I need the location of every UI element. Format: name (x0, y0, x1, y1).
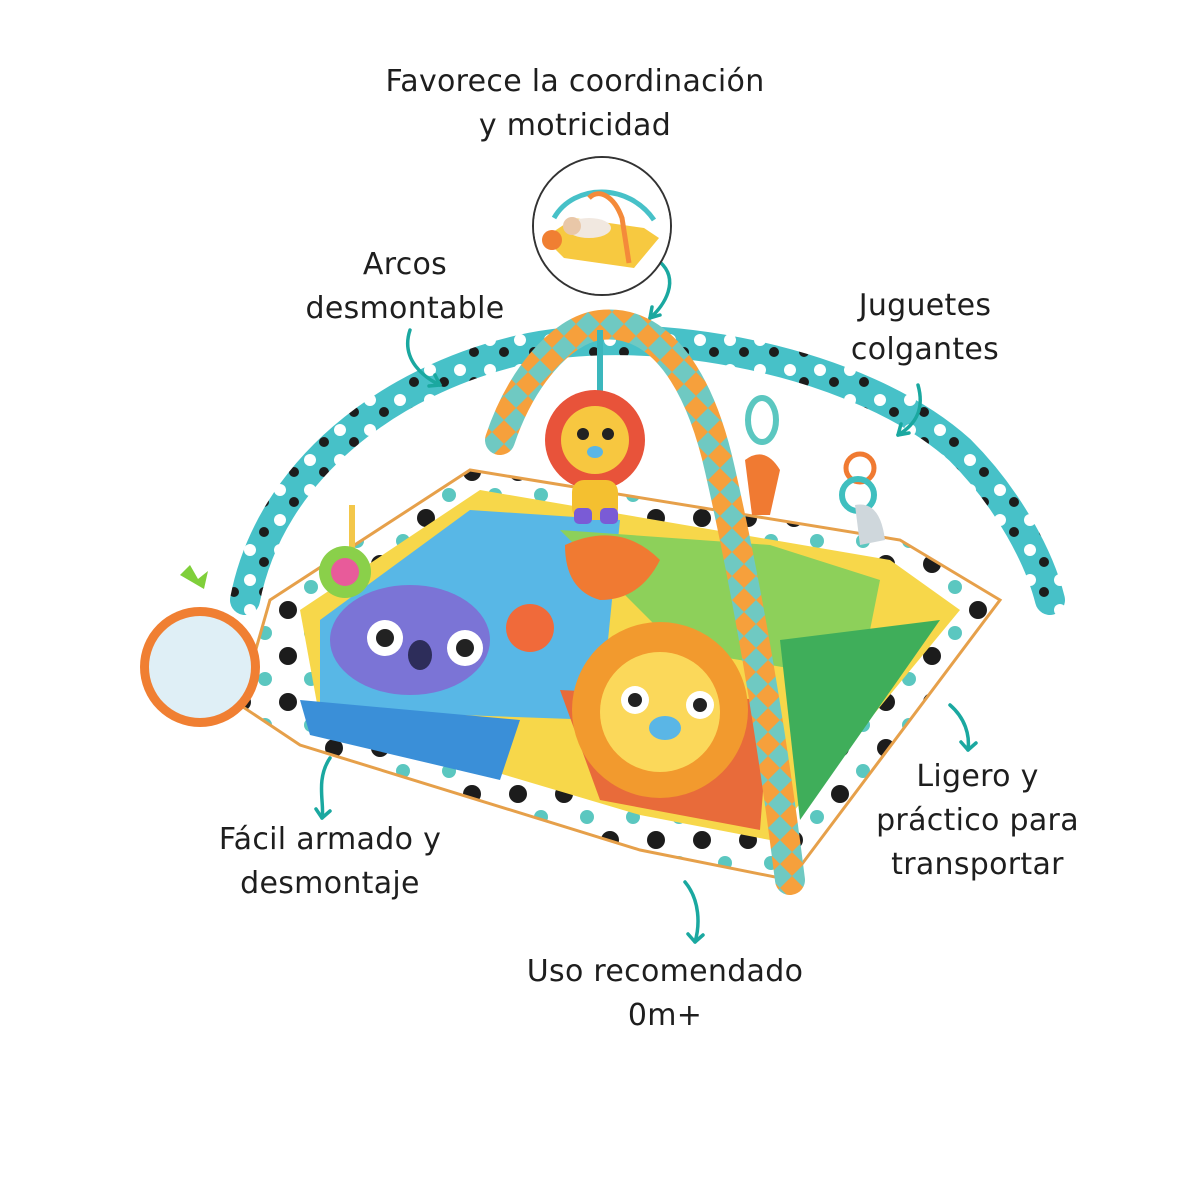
mirror-toy (140, 565, 260, 727)
callout-portable-line1: Ligero y (916, 759, 1039, 794)
callout-age-line2: 0m+ (627, 998, 703, 1033)
callout-coordination-line2: y motricidad (478, 108, 672, 143)
baby-on-mat-image (534, 158, 670, 294)
callout-assembly: Fácil armado y desmontaje (195, 818, 465, 906)
callout-arches: Arcos desmontable (290, 243, 520, 331)
callout-toys-line1: Juguetes (858, 288, 992, 323)
lion-mat-illustration (572, 622, 748, 798)
hanging-lion-plush (545, 330, 645, 524)
arrow-toys (896, 383, 922, 437)
callout-coordination-line1: Favorece la coordinación (385, 64, 765, 99)
callout-portable-line2: práctico para (876, 803, 1079, 838)
hanging-rattle (319, 505, 371, 598)
callout-toys: Juguetes colgantes (820, 284, 1030, 372)
arch-orange (485, 309, 805, 895)
callout-assembly-line2: desmontaje (240, 866, 420, 901)
callout-portable: Ligero y práctico para transportar (855, 755, 1100, 887)
callout-assembly-line1: Fácil armado y (218, 822, 442, 857)
callout-arches-line1: Arcos (362, 247, 448, 282)
arrow-age (683, 880, 700, 944)
arrow-arches (406, 328, 442, 387)
koala-illustration (330, 585, 554, 695)
callout-arrows (314, 260, 978, 944)
callout-portable-line3: transportar (891, 847, 1064, 882)
callout-age-line1: Uso recomendado (526, 954, 804, 989)
arrow-portable (948, 703, 971, 752)
callout-coordination: Favorece la coordinación y motricidad (360, 60, 790, 148)
callout-age: Uso recomendado 0m+ (505, 950, 825, 1038)
callout-arches-line2: desmontable (305, 291, 505, 326)
baby-on-mat-thumbnail (532, 156, 672, 296)
callout-toys-line2: colgantes (850, 332, 1000, 367)
hanging-rings (745, 395, 885, 545)
arrow-assembly (319, 756, 332, 820)
